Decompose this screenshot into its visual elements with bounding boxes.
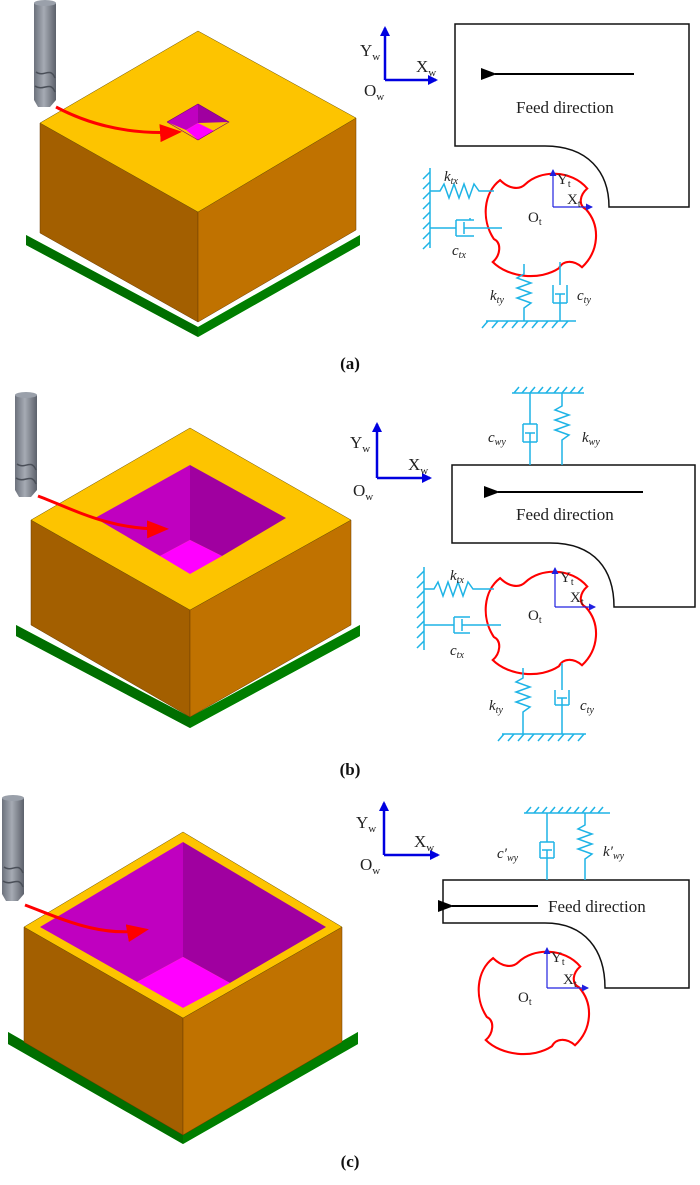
feed-direction-label: Feed direction: [516, 505, 614, 524]
panel-a-graphic: Yw Xw Ow Feed direction Yt Xt Ot: [26, 0, 690, 337]
workpiece-support-b: [512, 386, 584, 465]
svg-text:kty: kty: [489, 698, 503, 716]
svg-text:Xw: Xw: [414, 832, 434, 854]
workpiece-3d-b: [16, 427, 360, 728]
cwy-label: cwy: [488, 430, 506, 448]
o-w-label: Ow: [364, 81, 384, 103]
svg-text:Yt: Yt: [560, 570, 574, 588]
x-w-label: Xw: [416, 57, 436, 79]
svg-text:Xt: Xt: [570, 590, 584, 608]
y-w-label: Yw: [360, 41, 380, 63]
svg-text:Xw: Xw: [408, 455, 428, 477]
caption-a: (a): [340, 354, 360, 373]
caption-c: (c): [340, 1152, 360, 1171]
panel-b: Yw Xw Ow Feed direction cwy kwy Yt Xt Ot: [0, 380, 700, 779]
damper-ctx: [424, 616, 501, 634]
svg-text:Yw: Yw: [350, 433, 370, 455]
cty-label: cty: [577, 288, 591, 306]
tool-path-arrow: [37, 494, 169, 539]
cwy-prime-label: c′wy: [497, 846, 519, 864]
base-plate-side-right: [198, 235, 360, 337]
svg-text:Ot: Ot: [528, 608, 542, 626]
panel-b-graphic: Yw Xw Ow Feed direction cwy kwy Yt Xt Ot: [15, 386, 696, 742]
workpiece-outline-b: [451, 464, 696, 608]
pocket-floor: [160, 540, 222, 574]
svg-text:Yw: Yw: [356, 813, 376, 835]
pocket-wall-left: [40, 842, 183, 982]
end-mill-tool-c: [2, 795, 24, 901]
spring-kty: [514, 264, 534, 321]
svg-text:Ot: Ot: [528, 210, 542, 228]
kwy-prime-label: k′wy: [603, 844, 625, 862]
pocket-wall-right: [190, 465, 286, 556]
end-mill-tool-a: [34, 0, 56, 107]
workpiece-frame-a: Yw Xw Ow: [360, 26, 438, 103]
workpiece-outline-c: [442, 879, 690, 989]
cutter-c: [477, 950, 591, 1056]
panel-a: Yw Xw Ow Feed direction Yt Xt Ot: [0, 0, 700, 380]
tool-path-arrow: [24, 903, 149, 943]
spring-kwy: [575, 813, 595, 880]
pocket-floor: [186, 123, 214, 140]
workpiece-frame-c: Yw Xw Ow: [356, 801, 440, 877]
svg-text:Xt: Xt: [567, 192, 581, 210]
workpiece-frame-b: Yw Xw Ow: [350, 422, 432, 503]
damper-cwy: [522, 393, 538, 465]
svg-text:ktx: ktx: [450, 568, 464, 586]
damper-cty: [552, 262, 568, 321]
base-plate-side: [26, 235, 198, 337]
workpiece-3d-a: [26, 30, 360, 337]
panel-c: Yw Xw Ow Feed direction c′wy k′wy Yt Xt …: [0, 770, 700, 1180]
tool-frame-a: Yt Xt Ot: [528, 169, 593, 228]
spring-kty: [513, 668, 533, 734]
tool-frame-c: Yt Xt Ot: [518, 947, 589, 1008]
damper-cty: [554, 663, 570, 734]
pocket-rim: [166, 103, 230, 141]
svg-text:Xt: Xt: [563, 972, 577, 990]
caption-b: (b): [339, 760, 361, 779]
ktx-label: ktx: [444, 169, 458, 187]
feed-direction-label: Feed direction: [548, 897, 646, 916]
svg-text:cty: cty: [580, 698, 594, 716]
kty-label: kty: [490, 288, 504, 306]
feed-direction-label: Feed direction: [516, 98, 614, 117]
pocket-floor: [137, 957, 230, 1008]
svg-text:Ot: Ot: [518, 990, 532, 1008]
workpiece-outline-a: [454, 23, 690, 208]
pocket-wall-left: [167, 104, 198, 130]
damper-ctx: [430, 218, 502, 237]
ctx-label: ctx: [452, 243, 466, 261]
pocket-wall-right: [183, 842, 326, 983]
end-mill-tool-b: [15, 392, 37, 497]
tool-support-b: [416, 567, 586, 742]
workpiece-support-c: [524, 806, 610, 880]
tool-frame-b: Yt Xt Ot: [528, 567, 596, 626]
workpiece-3d-c: [8, 831, 358, 1144]
spring-kwy: [552, 393, 572, 465]
spring-ktx: [424, 579, 494, 599]
panel-c-graphic: Yw Xw Ow Feed direction c′wy k′wy Yt Xt …: [2, 795, 690, 1144]
spring-ktx: [430, 181, 494, 201]
svg-text:Yt: Yt: [551, 950, 565, 968]
damper-cwy: [539, 813, 555, 880]
svg-text:ctx: ctx: [450, 643, 464, 661]
svg-text:Ow: Ow: [353, 481, 373, 503]
kwy-label: kwy: [582, 430, 600, 448]
svg-text:Yt: Yt: [557, 172, 571, 190]
tool-path-arrow: [55, 105, 182, 143]
svg-text:Ow: Ow: [360, 855, 380, 877]
tool-support-a: [422, 168, 576, 329]
